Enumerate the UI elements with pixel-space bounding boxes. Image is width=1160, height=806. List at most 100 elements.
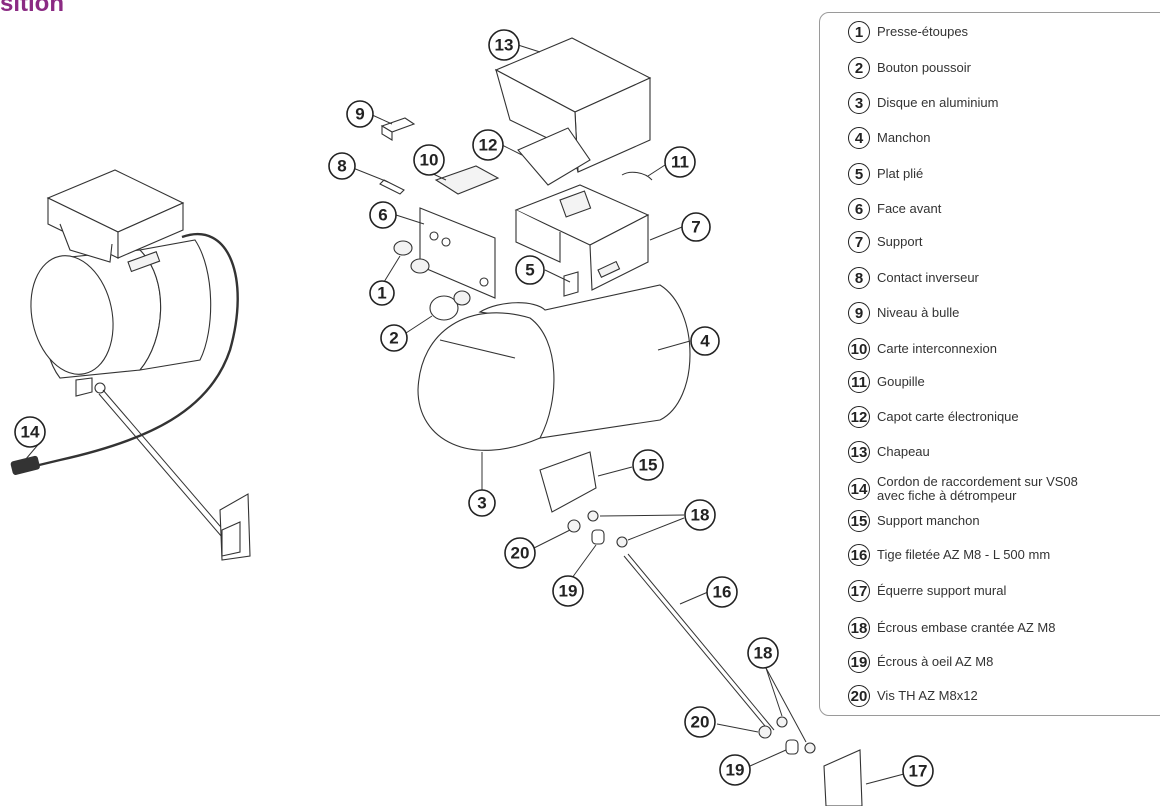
assembled-nut [94,382,106,394]
svg-text:8: 8 [337,157,346,176]
legend-label: Face avant [877,201,942,216]
svg-text:5: 5 [525,261,534,280]
part-wall-bracket [823,749,863,806]
assembled-bracket [127,251,161,273]
leader-6 [395,214,425,225]
callout-20b: 20 [684,706,716,738]
legend-label-line1: Cordon de raccordement sur VS08 [877,474,1078,489]
leader-5 [544,269,571,283]
svg-text:14: 14 [21,423,40,442]
callout-5: 5 [515,255,545,285]
leader-16 [679,591,709,605]
leader-17 [865,773,905,785]
svg-text:18: 18 [754,644,773,663]
leader-lines [19,44,905,785]
exploded-parts [379,37,863,806]
part-front-panel [419,207,496,299]
legend-label: Manchon [877,130,931,145]
callout-13: 13 [488,29,520,61]
svg-text:9: 9 [355,105,364,124]
callout-7: 7 [681,212,711,242]
svg-text:12: 12 [479,136,498,155]
legend-number: 4 [848,127,870,149]
assembled-wall-bracket-face [221,521,241,557]
part-eye-nut-19a [591,529,605,545]
callout-3: 3 [468,489,496,517]
leader-20a [533,529,571,549]
panel-hole [441,237,451,247]
assembled-support [75,377,93,397]
callouts: 13 9 12 8 10 11 6 7 5 1 2 4 14 3 15 18 2… [14,29,934,787]
legend-item: 7 Support [848,231,923,253]
legend-item: 8 Contact inverseur [848,267,979,289]
legend-label: Support [877,234,923,249]
part-gland-a [393,240,413,256]
part-nut-18c [776,716,788,728]
disc-line [439,339,516,359]
callout-19b: 19 [719,754,751,786]
legend-number: 9 [848,302,870,324]
svg-text:18: 18 [691,506,710,525]
legend-number: 7 [848,231,870,253]
part-nut-18b [616,536,628,548]
callout-1: 1 [369,280,395,306]
assembled-disc [30,255,114,375]
legend-label: Tige filetée AZ M8 - L 500 mm [877,547,1051,562]
legend-number: 20 [848,685,870,707]
leader-12 [501,144,523,156]
part-push-button-cap [453,290,471,306]
part-switch [379,179,405,195]
assembled-rod-b [98,393,229,545]
legend-item: 16 Tige filetée AZ M8 - L 500 mm [848,544,1050,566]
part-screw-20a [567,519,581,533]
legend-number: 17 [848,580,870,602]
callout-9: 9 [346,100,374,128]
legend-number: 15 [848,510,870,532]
part-support-front [515,210,561,263]
leader-18c [765,667,783,717]
legend-number: 8 [848,267,870,289]
panel-hole [479,277,489,287]
svg-text:1: 1 [377,284,386,303]
legend-number: 3 [848,92,870,114]
cable-plug [10,455,40,475]
svg-text:11: 11 [671,153,689,172]
part-board [434,165,500,195]
legend-number: 16 [848,544,870,566]
legend-label: Goupille [877,374,925,389]
panel-hole [429,231,439,241]
part-nut-18d [804,742,816,754]
legend-label: Contact inverseur [877,270,979,285]
leader-2 [405,315,433,334]
part-bent-plate [563,271,579,297]
part-level-front [381,125,393,141]
leader-15 [597,466,633,477]
svg-text:20: 20 [511,544,530,563]
part-bent-plate-tab [597,260,621,278]
svg-text:17: 17 [909,762,928,781]
assembled-hat-side [117,202,184,259]
assembled-sleeve-side [138,239,212,371]
part-rod-b [627,553,775,731]
svg-text:7: 7 [691,218,700,237]
legend-number: 2 [848,57,870,79]
part-nut-18a [587,510,599,522]
leader-19a [571,544,597,579]
callout-12: 12 [472,129,504,161]
svg-text:15: 15 [639,456,658,475]
legend-label: Presse-étoupes [877,24,969,39]
legend-label: Écrous embase crantée AZ M8 [877,620,1056,635]
legend-label: Plat plié [877,166,924,181]
legend-number: 14 [848,478,870,500]
leader-8 [352,167,389,183]
